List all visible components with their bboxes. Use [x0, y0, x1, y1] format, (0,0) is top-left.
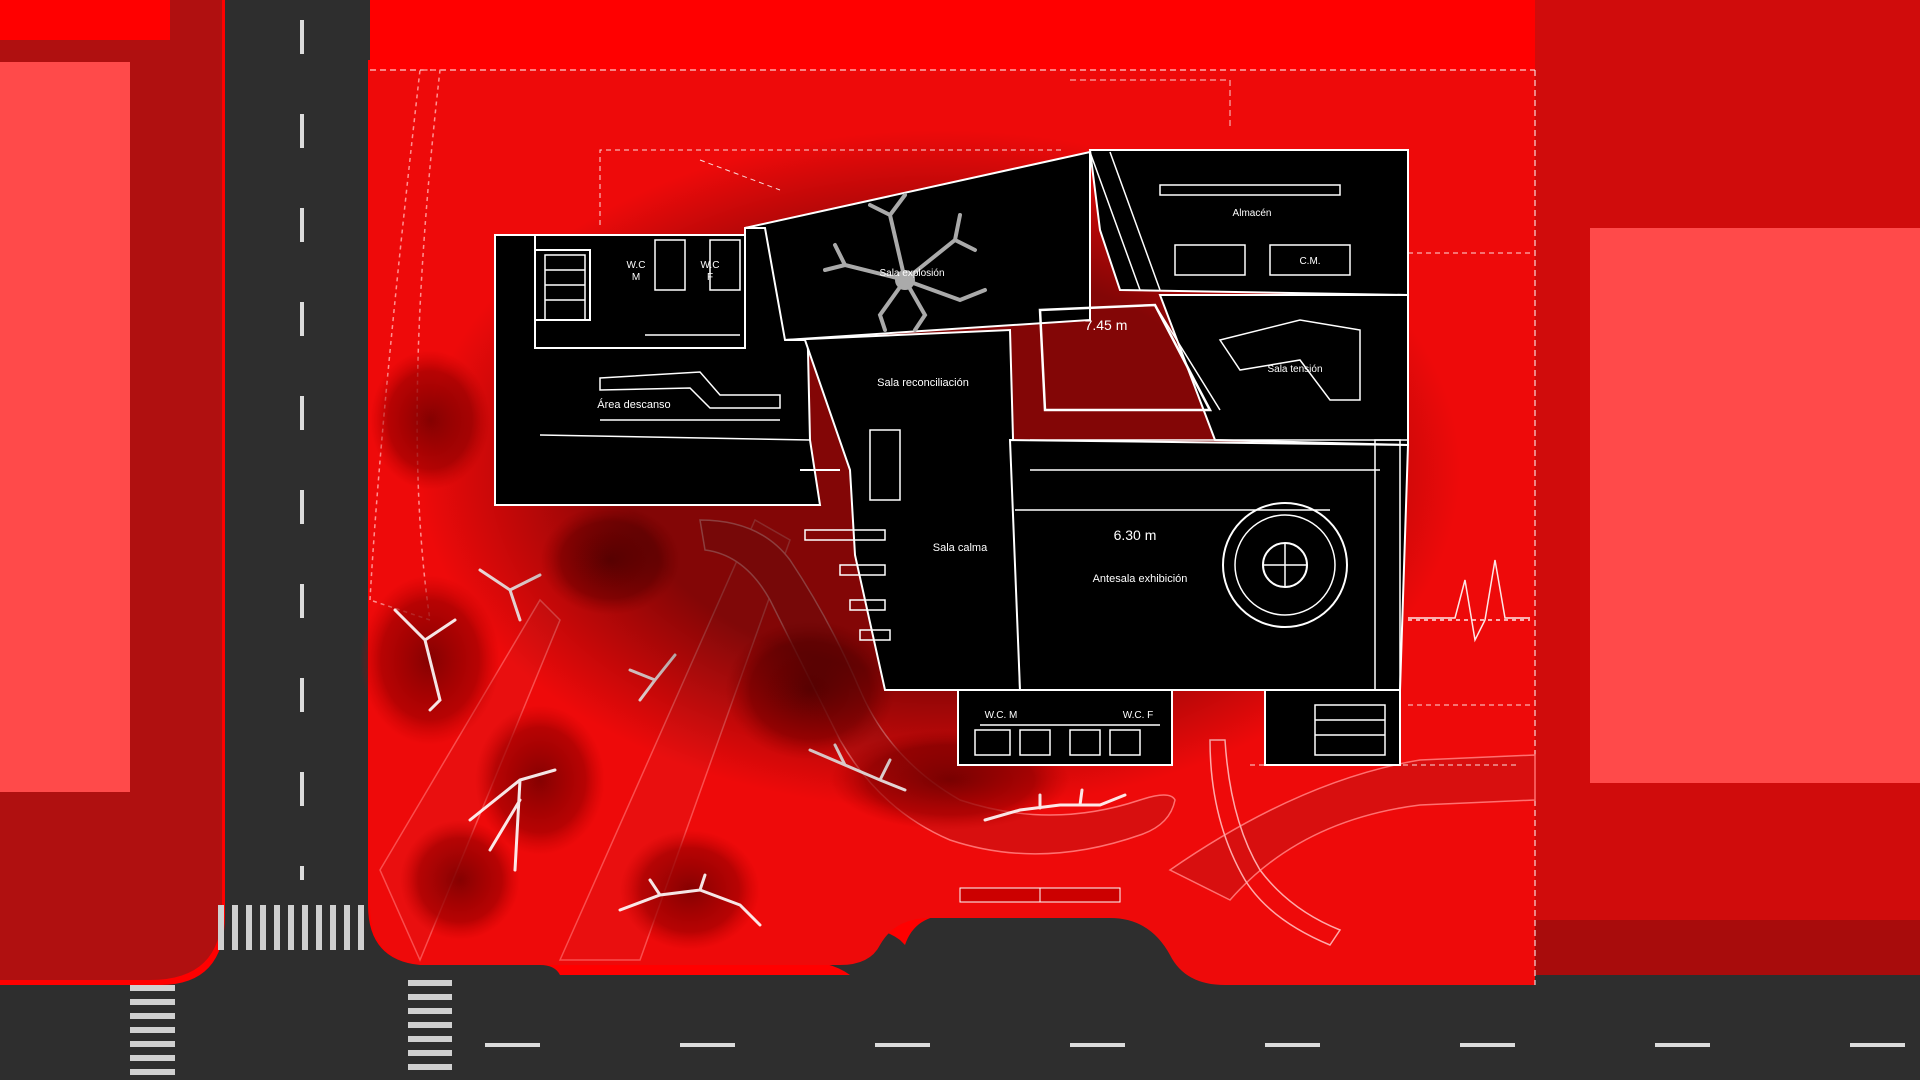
pulse-line [1408, 559, 1530, 643]
label-wc-f-lower: W.C. F [1123, 710, 1154, 721]
label-wc-m-lower: W.C. M [985, 710, 1018, 721]
dashed-annotations [599, 149, 1530, 766]
building-plan [494, 149, 1410, 766]
label-antesala-exhibicion: Antesala exhibición [1093, 573, 1188, 585]
label-almacen: Almacén [1233, 208, 1272, 219]
height-upper: 7.45 m [1085, 317, 1128, 333]
label-sala-reconciliacion: Sala reconciliación [877, 377, 969, 389]
interior-walls [539, 151, 1408, 756]
crosswalk-right [408, 980, 452, 1070]
entrance-markers [959, 887, 1121, 903]
crosswalk-left [130, 985, 175, 1075]
height-lower: 6.30 m [1114, 527, 1157, 543]
label-cm: C.M. [1299, 256, 1320, 267]
label-sala-calma: Sala calma [933, 542, 988, 554]
left-city-block [0, 0, 222, 980]
right-city-block [1535, 0, 1920, 1000]
crosswalk-top [218, 905, 364, 950]
label-sala-explosion: Sala explosión [879, 268, 944, 279]
label-sala-tension: Sala tensión [1267, 364, 1322, 375]
label-area-descanso: Área descanso [597, 398, 670, 411]
explosion-sculpture [823, 193, 987, 332]
dimension-labels: 7.45 m 6.30 m [1085, 317, 1157, 543]
